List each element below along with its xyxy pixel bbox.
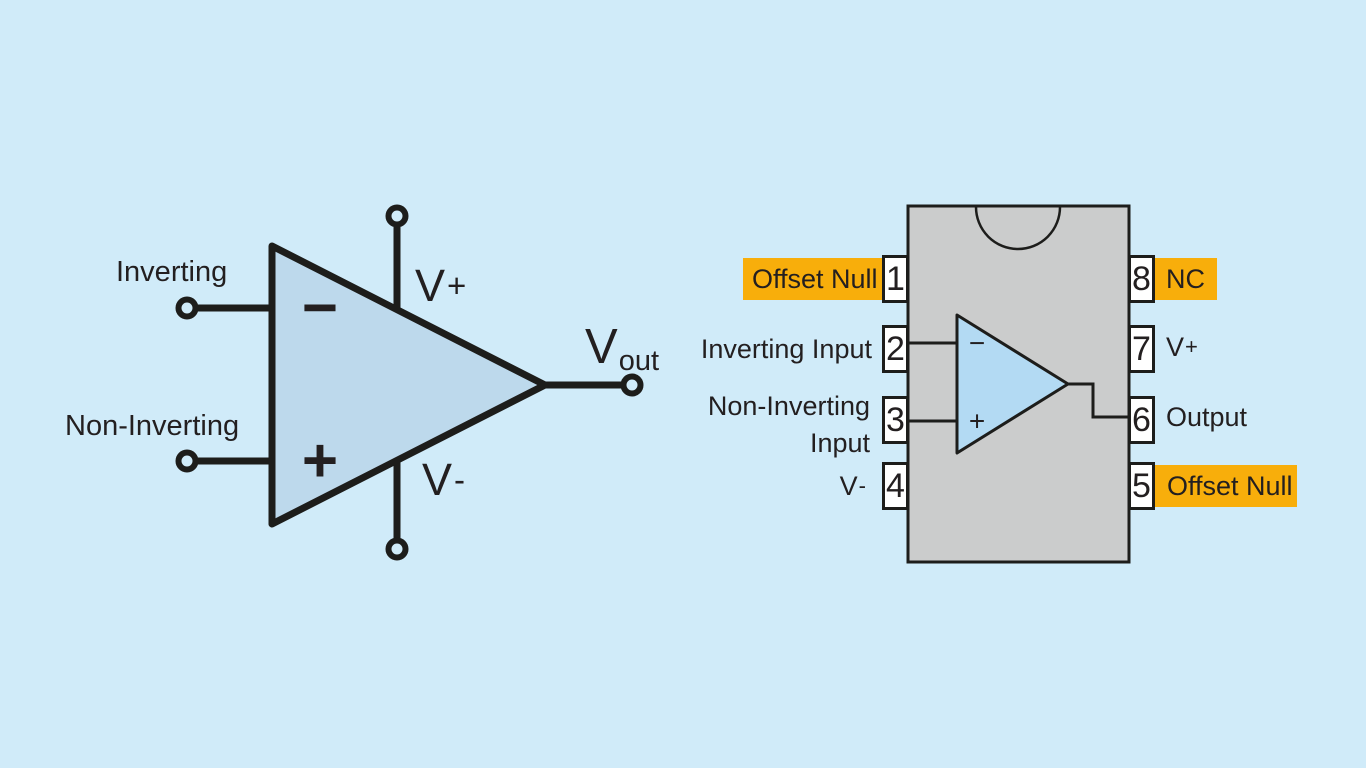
- pin3-label-line1: Non-Inverting: [707, 391, 870, 421]
- output-terminal-circle: [620, 373, 644, 397]
- pin-box-7: 7: [1128, 325, 1155, 373]
- vminus-label-sign: -: [454, 461, 466, 498]
- pin7-label-sign: +: [1185, 334, 1198, 359]
- pin7-vplus-label: V +: [1166, 330, 1198, 364]
- vplus-terminal-circle: [385, 204, 409, 228]
- pin1-offset-null-label: Offset Null: [743, 258, 882, 300]
- ic-inner-plus-sign: +: [969, 406, 985, 437]
- pin2-inverting-input-label: Inverting Input: [700, 334, 872, 364]
- vout-label-subscript: out: [618, 345, 660, 377]
- pin5-offset-null-label: Offset Null: [1155, 465, 1297, 507]
- vplus-label-sign: +: [447, 267, 467, 304]
- pin4-label-sign: -: [858, 473, 866, 498]
- opamp-symbol: − +: [175, 204, 644, 561]
- pin-box-6: 6: [1128, 396, 1155, 444]
- pin8-nc-label: NC: [1155, 258, 1217, 300]
- opamp-triangle: [268, 242, 549, 528]
- pin-box-2: 2: [882, 325, 909, 373]
- pin-box-3: 3: [882, 396, 909, 444]
- vplus-label-base: V: [415, 260, 446, 311]
- pin-box-4: 4: [882, 462, 909, 510]
- vout-label: V out: [585, 320, 659, 376]
- pin3-label-line2: Input: [809, 428, 870, 458]
- pin6-output-label: Output: [1166, 402, 1248, 432]
- non-inverting-terminal-circle: [175, 449, 199, 473]
- pin3-non-inverting-input-label: Non-Inverting Input: [708, 388, 870, 462]
- vminus-terminal-circle: [385, 537, 409, 561]
- opamp-minus-sign: −: [302, 274, 338, 343]
- vminus-label-base: V: [422, 454, 453, 505]
- ic-package: − +: [906, 204, 1131, 564]
- pin-box-8: 8: [1128, 255, 1155, 303]
- ic-notch: [974, 206, 1062, 251]
- pin-box-1: 1: [882, 255, 909, 303]
- vminus-label: V -: [422, 457, 465, 502]
- inverting-label: Inverting: [116, 256, 228, 288]
- opamp-plus-sign: +: [302, 427, 338, 496]
- pin4-vminus-label: V -: [840, 469, 866, 503]
- vplus-label: V +: [415, 263, 466, 308]
- pin6-internal-wire: [1068, 382, 1128, 419]
- ic-inner-minus-sign: −: [969, 328, 985, 359]
- inverting-terminal-circle: [175, 296, 199, 320]
- pin4-label-base: V: [839, 471, 858, 501]
- non-inverting-label: Non-Inverting: [65, 410, 240, 442]
- pin-box-5: 5: [1128, 462, 1155, 510]
- vout-label-base: V: [585, 320, 618, 374]
- pin7-label-base: V: [1166, 332, 1185, 362]
- ic-inner-opamp-triangle: [955, 313, 1070, 455]
